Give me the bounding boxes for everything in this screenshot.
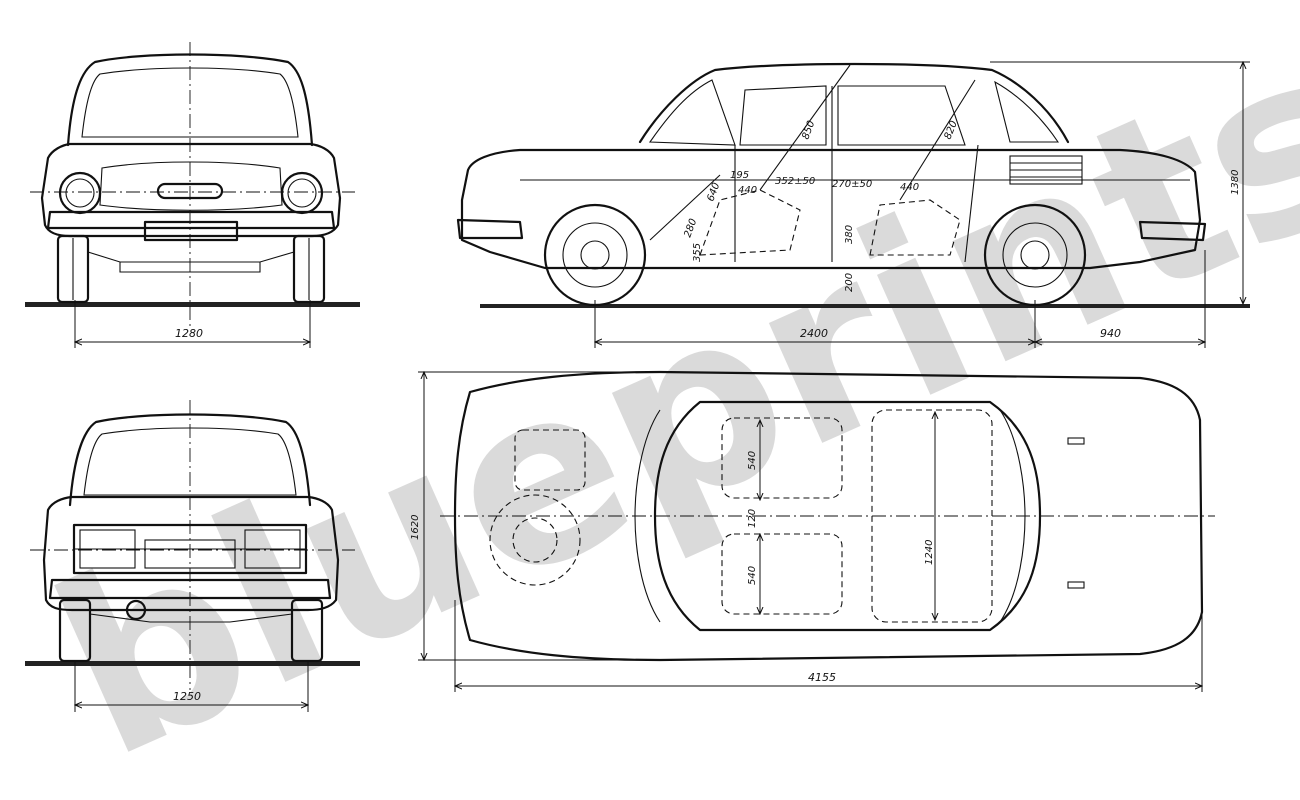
top-front-seat-left	[721, 417, 843, 499]
top-rear-seat	[871, 409, 993, 623]
dim-seat-front-h: 195	[730, 170, 749, 181]
top-spare-wheel	[489, 494, 581, 586]
side-view: 850 820 195 440 640 280 355 352±50 270±5…	[456, 62, 1250, 348]
side-front-bumper	[456, 218, 524, 240]
side-headroom-rear-line	[899, 79, 976, 201]
side-rear-seat	[869, 199, 961, 256]
dim-pedal-h: 280	[682, 217, 699, 239]
front-headlight-left-inner	[65, 178, 95, 208]
front-track-value: 1280	[175, 327, 203, 340]
rear-window	[83, 427, 297, 496]
side-c-pillar-door-line	[964, 144, 979, 263]
watermark: blueprints.ru	[19, 0, 1300, 800]
front-license-plate	[143, 220, 239, 242]
length-value: 4155	[808, 671, 836, 684]
rear-ground-line	[25, 661, 360, 666]
seat-width-right-value: 540	[747, 566, 758, 585]
seat-width-left-value: 540	[747, 451, 758, 470]
front-grille	[99, 161, 283, 211]
top-windshield	[634, 409, 661, 623]
side-windshield	[648, 79, 736, 146]
side-body	[460, 148, 1202, 270]
wheelbase-value: 2400	[800, 327, 828, 340]
side-front-wheel-hub	[580, 240, 610, 270]
top-roof	[653, 400, 1042, 632]
front-windshield	[81, 67, 299, 138]
front-ground-line	[25, 302, 360, 307]
side-rear-vent-slats	[1010, 162, 1082, 178]
front-body	[40, 142, 342, 238]
rear-view: 1250	[25, 400, 360, 712]
dim-seat-front-len: 440	[738, 185, 757, 196]
side-front-window	[739, 85, 827, 146]
top-fuel-tank	[514, 429, 586, 491]
dim-seat-rear-len: 440	[900, 182, 919, 193]
rear-wheel-right	[290, 598, 324, 663]
front-suspension	[87, 251, 295, 273]
side-rear-wheel-hub	[1020, 240, 1050, 270]
side-rear-bumper	[1138, 220, 1207, 242]
front-wheel-right	[292, 234, 326, 304]
dim-seat-adjust: 352±50	[775, 176, 815, 187]
side-leg-line	[649, 174, 721, 241]
rear-body	[42, 495, 340, 612]
rear-exhaust	[125, 599, 147, 621]
rear-light-right	[244, 529, 301, 569]
side-rear-window	[837, 85, 966, 146]
rear-plate-area	[144, 539, 236, 569]
rear-track-value: 1250	[173, 690, 201, 703]
front-bumper	[46, 210, 336, 230]
side-roof	[638, 62, 1070, 144]
rear-light-left	[79, 529, 136, 569]
front-headlight-right-inner	[287, 178, 317, 208]
rear-seat-width-value: 1240	[924, 540, 935, 565]
side-front-wheel	[543, 203, 647, 307]
rear-roof	[68, 413, 312, 507]
dim-seat-rear-h: 380	[844, 225, 855, 244]
top-mirror-left	[1067, 437, 1085, 445]
top-view: 540 120 540 1240 1620 4155	[410, 370, 1215, 692]
width-value: 1620	[410, 515, 421, 540]
seat-gap-value: 120	[747, 509, 758, 528]
rear-bumper	[48, 578, 332, 600]
top-backlight	[999, 409, 1026, 623]
side-headroom-front-line	[759, 64, 851, 191]
side-backlight	[994, 80, 1060, 143]
front-view: 1280	[25, 42, 360, 348]
top-mirror-right	[1067, 581, 1085, 589]
dim-headroom-front: 850	[800, 119, 817, 141]
front-badge	[156, 182, 224, 200]
rear-overhang-value: 940	[1100, 327, 1121, 340]
dim-ground-clearance: 200	[844, 273, 855, 292]
side-ground-line	[480, 304, 1250, 308]
dim-floor-front: 355	[692, 243, 703, 262]
front-wheel-left	[56, 234, 90, 304]
front-roof	[66, 53, 314, 147]
dim-leg-front: 640	[705, 181, 722, 203]
top-spare-wheel-inner	[512, 517, 558, 563]
side-rear-wheel-rim	[1002, 222, 1068, 288]
top-front-seat-right	[721, 533, 843, 615]
watermark-text: blueprints.ru	[19, 0, 1300, 800]
side-front-seat	[699, 189, 801, 256]
side-front-wheel-rim	[562, 222, 628, 288]
rear-axle	[89, 613, 293, 623]
height-value: 1380	[1230, 170, 1241, 195]
dim-seat-rear-adjust: 270±50	[832, 179, 872, 190]
